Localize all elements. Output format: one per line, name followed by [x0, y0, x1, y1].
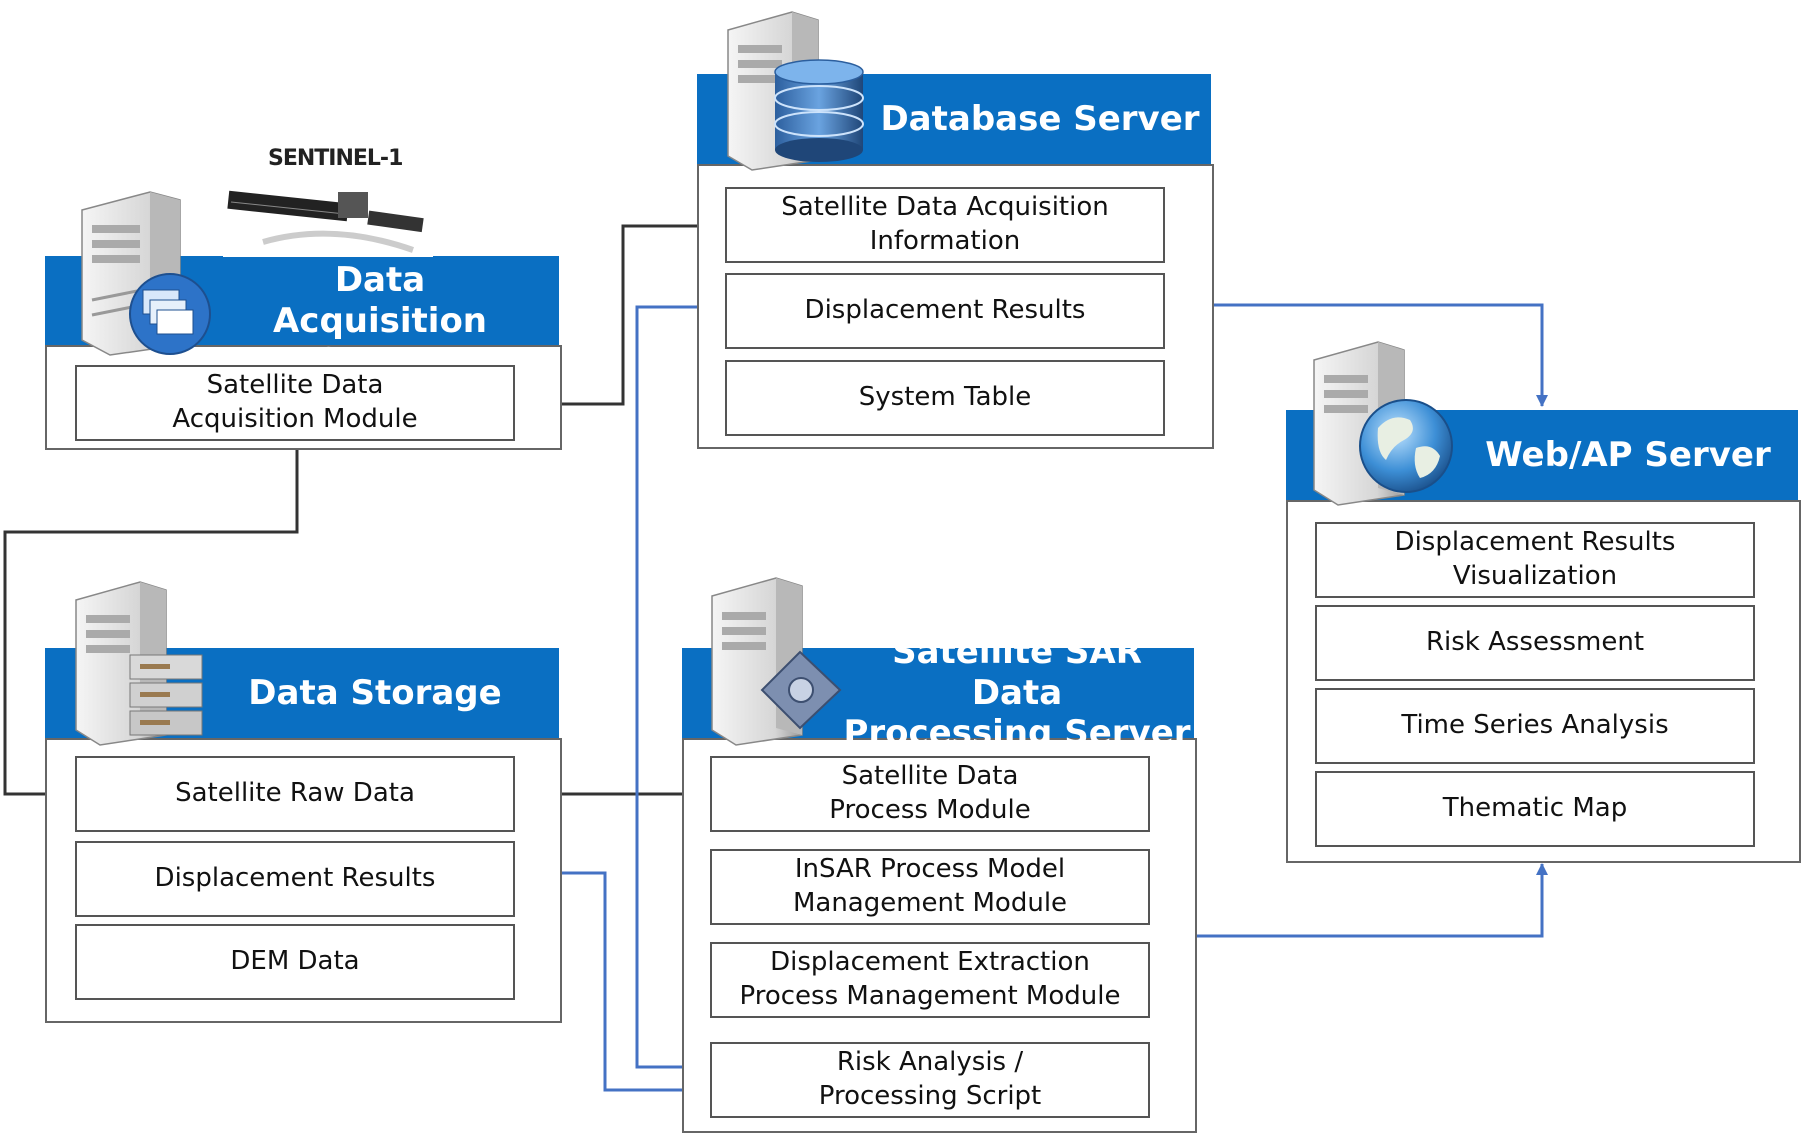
- module-db-system-table: System Table: [725, 360, 1165, 436]
- module-web-visualization: Displacement Results Visualization: [1315, 522, 1755, 598]
- process-gear-icon: [760, 650, 842, 730]
- globe-icon: [1359, 399, 1453, 493]
- module-db-displacement-results: Displacement Results: [725, 273, 1165, 349]
- arrow-acq-module-to-raw-data: [3, 441, 299, 800]
- arrow-processing-to-web: [1196, 863, 1548, 938]
- module-storage-dem-data: DEM Data: [75, 924, 515, 1000]
- module-web-time-series: Time Series Analysis: [1315, 688, 1755, 764]
- satellite-icon: [227, 190, 424, 253]
- module-db-acquisition-info: Satellite Data Acquisition Information: [725, 187, 1165, 263]
- module-proc-risk-script: Risk Analysis / Processing Script: [710, 1042, 1150, 1118]
- module-proc-displacement-extraction: Displacement Extraction Process Manageme…: [710, 942, 1150, 1018]
- module-web-thematic-map: Thematic Map: [1315, 771, 1755, 847]
- module-acq-data-acquisition: Satellite Data Acquisition Module: [75, 365, 515, 441]
- module-storage-raw-data: Satellite Raw Data: [75, 756, 515, 832]
- arrow-acq-module-to-acq-info: [515, 220, 728, 406]
- web-server-title: Web/AP Server: [1485, 434, 1771, 475]
- storage-drives-icon: [129, 654, 203, 736]
- module-web-risk-assessment: Risk Assessment: [1315, 605, 1755, 681]
- module-proc-data-process: Satellite Data Process Module: [710, 756, 1150, 832]
- module-proc-insar-model: InSAR Process Model Management Module: [710, 849, 1150, 925]
- server-tower-icon-processing: [711, 577, 803, 746]
- arrow-db-to-web: [1211, 303, 1548, 407]
- module-storage-displacement-results: Displacement Results: [75, 841, 515, 917]
- windows-icon: [129, 273, 211, 355]
- sentinel-logo: SENTINEL-1: [223, 142, 433, 257]
- storage-server-title: Data Storage: [248, 672, 502, 713]
- sentinel-logo-text: SENTINEL-1: [268, 146, 403, 171]
- database-server-title: Database Server: [880, 98, 1200, 139]
- database-icon: [774, 59, 864, 162]
- arrow-risk-script-to-db-results: [635, 301, 728, 1069]
